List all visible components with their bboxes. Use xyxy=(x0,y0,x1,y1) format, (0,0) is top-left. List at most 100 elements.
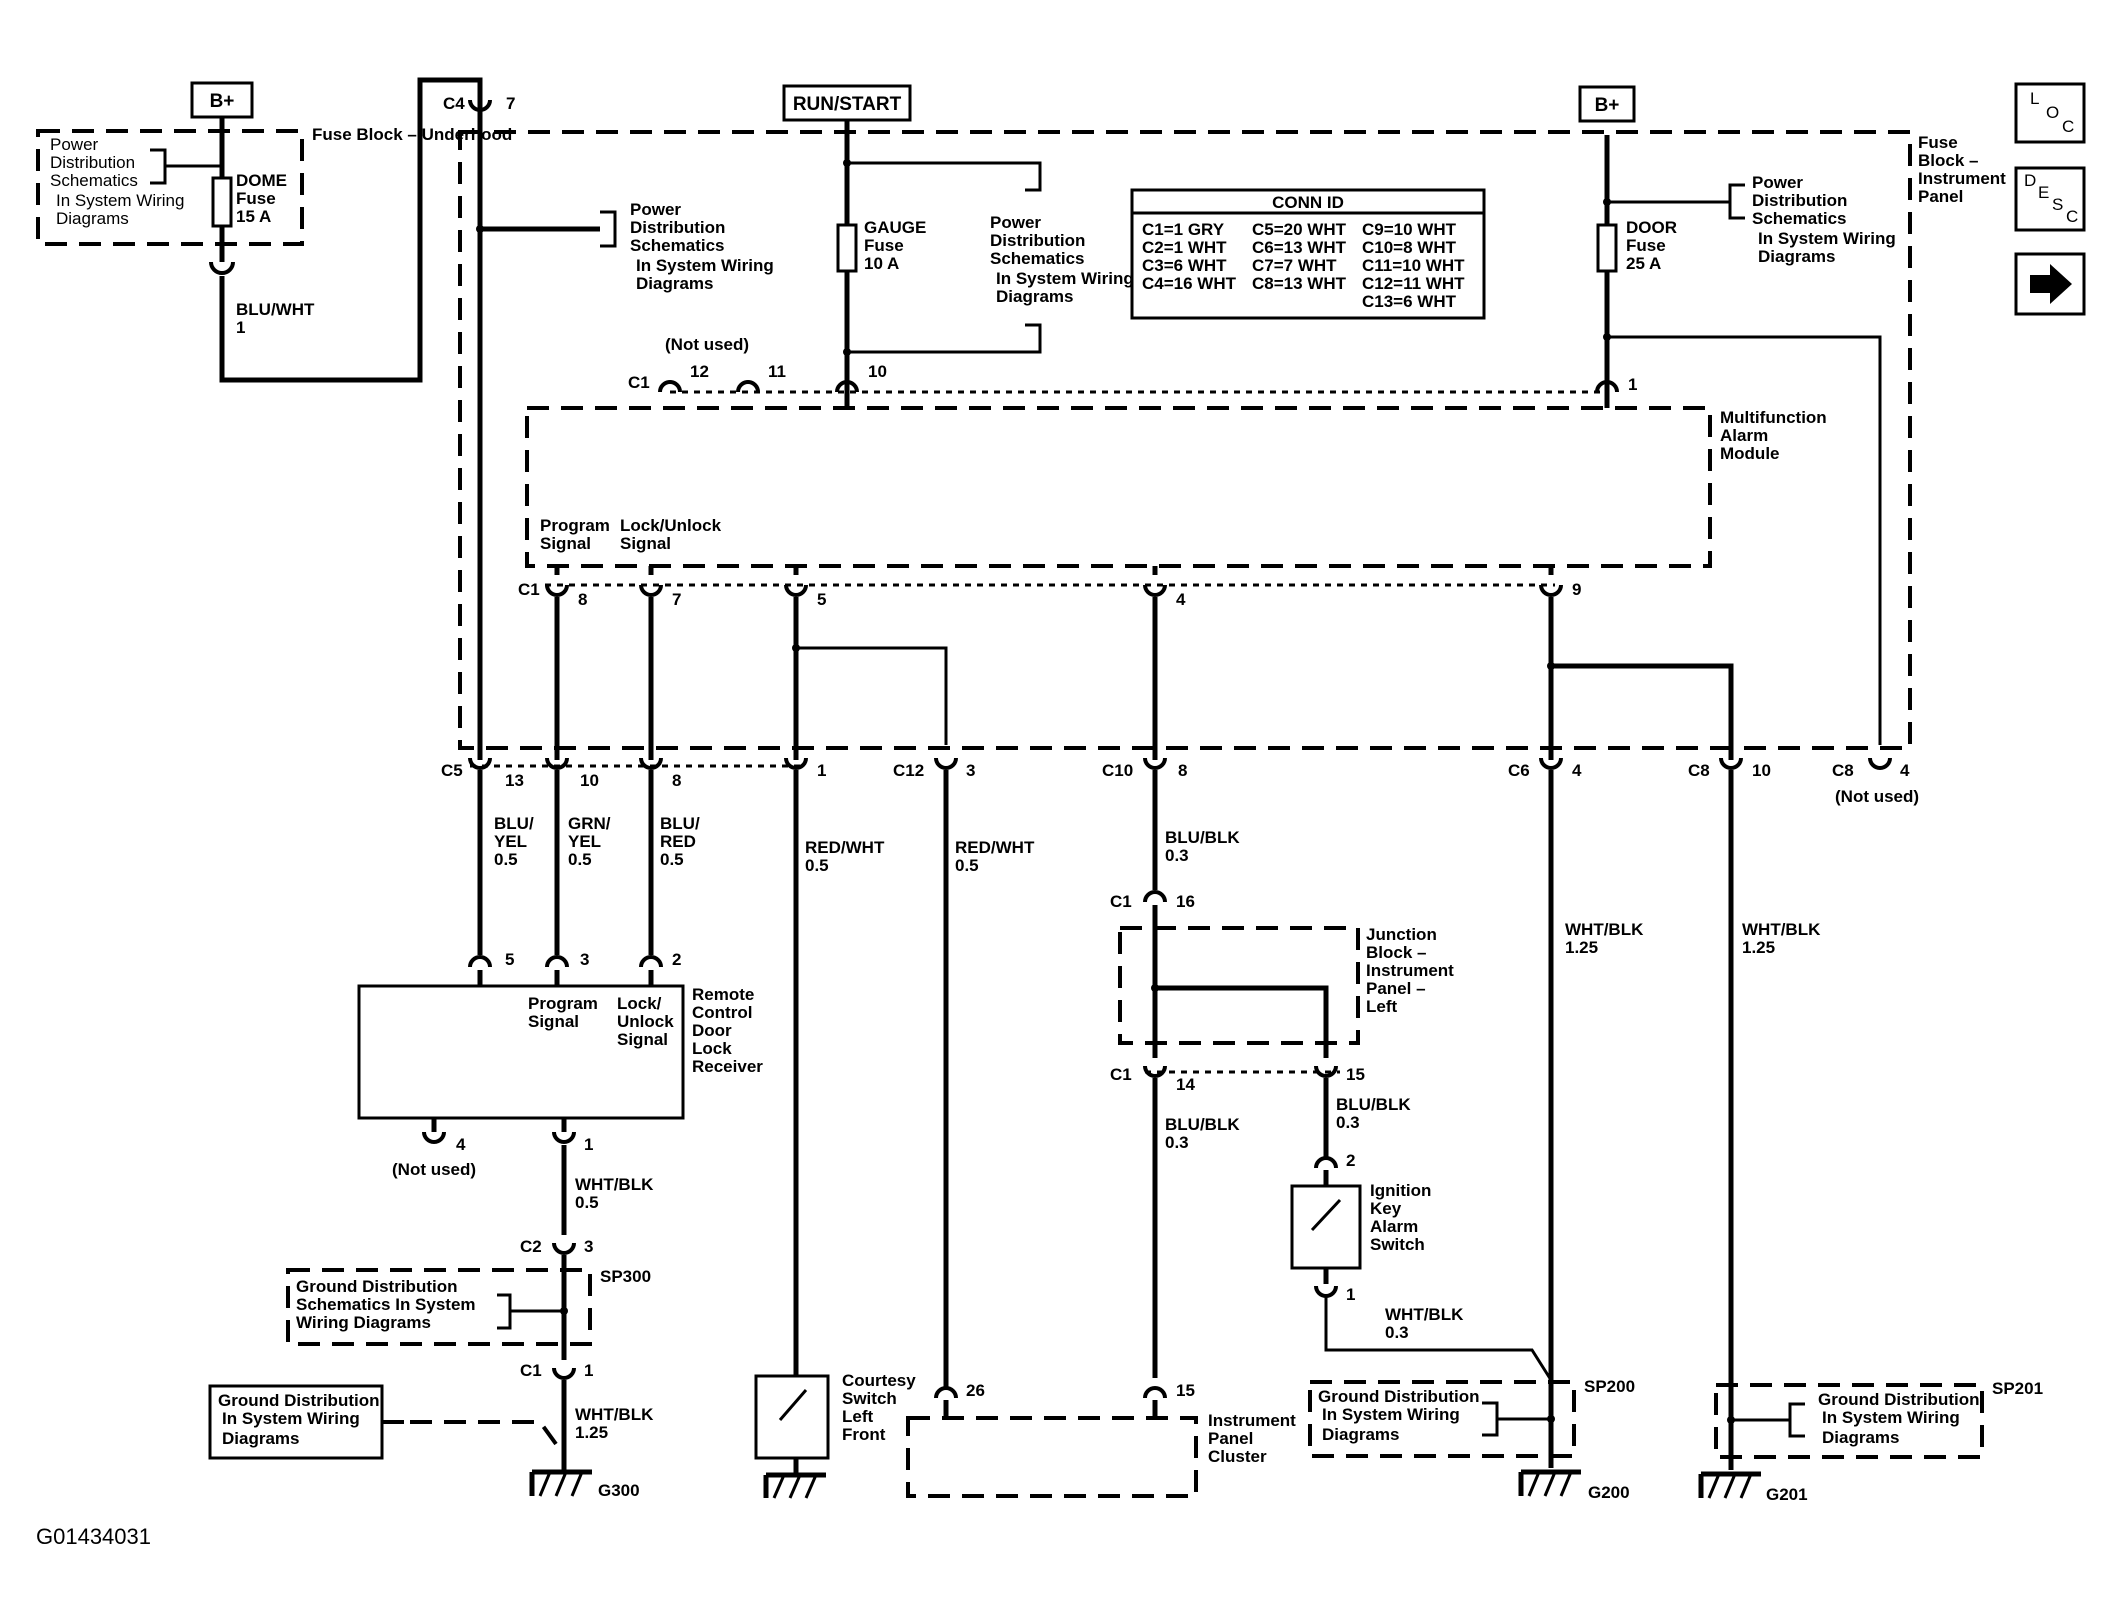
g300-ground-icon xyxy=(529,1469,592,1497)
g200-label: G200 xyxy=(1588,1483,1630,1502)
sp300-splice-box xyxy=(286,1268,592,1346)
pin-12-label: 12 xyxy=(690,362,709,381)
receiver-not-used: (Not used) xyxy=(392,1160,476,1179)
jb-pin-16: 16 xyxy=(1176,892,1195,911)
c8-label-b: C8 xyxy=(1832,761,1854,780)
c1-g300-pin: 1 xyxy=(584,1361,593,1380)
dome-fuse-icon xyxy=(211,176,233,228)
fuse-block-underhood-outline xyxy=(36,129,304,246)
c10-label: C10 xyxy=(1102,761,1133,780)
instrument-panel-cluster xyxy=(906,1416,1198,1498)
c5-pin-10: 10 xyxy=(580,771,599,790)
gauge-fuse-icon xyxy=(836,223,858,273)
b-plus-label-left: B+ xyxy=(210,91,235,112)
multifunction-alarm-module xyxy=(525,406,1712,568)
c6-label: C6 xyxy=(1508,761,1530,780)
c4-pin: 7 xyxy=(506,94,515,113)
c2-pin-3: 3 xyxy=(584,1237,593,1256)
pin-7-alarm: 7 xyxy=(672,590,681,609)
c12-pin-3: 3 xyxy=(966,761,975,780)
c4-connector-icon xyxy=(468,99,492,112)
pin-1-label: 1 xyxy=(1628,375,1637,394)
c5-pin-1: 1 xyxy=(817,761,826,780)
desc-letter-s: S xyxy=(2052,195,2063,214)
pin-4-alarm: 4 xyxy=(1176,590,1186,609)
g201-label: G201 xyxy=(1766,1485,1808,1504)
c8-pin-4: 4 xyxy=(1900,761,1910,780)
remote-door-lock-receiver xyxy=(357,984,685,1120)
receiver-pin-4: 4 xyxy=(456,1135,466,1154)
desc-letter-e: E xyxy=(2038,183,2049,202)
desc-button[interactable]: D E S C xyxy=(2014,166,2086,232)
fuse-block-underhood-label: Fuse Block – Underhood xyxy=(312,125,512,144)
figure-id: G01434031 xyxy=(36,1524,151,1549)
c8-label-a: C8 xyxy=(1688,761,1710,780)
c1-bottom-label: C1 xyxy=(518,580,540,599)
underhood-connector-icon xyxy=(209,261,235,275)
loc-letter-c: C xyxy=(2062,117,2074,136)
ground-dist-ref-g300 xyxy=(208,1384,384,1460)
receiver-pin-5: 5 xyxy=(505,950,514,969)
next-button[interactable] xyxy=(2014,252,2086,316)
pin-9-alarm: 9 xyxy=(1572,580,1581,599)
key-switch-pin-1: 1 xyxy=(1346,1285,1355,1304)
pin-11-label: 11 xyxy=(768,362,786,381)
receiver-pin-2: 2 xyxy=(672,950,681,969)
run-start-label: RUN/START xyxy=(793,94,902,115)
b-plus-box-right xyxy=(1578,85,1636,123)
fuse-block-instrument-panel-outline xyxy=(458,130,1912,750)
c8-not-used: (Not used) xyxy=(1835,787,1919,806)
pin-10-label: 10 xyxy=(868,362,887,381)
key-switch-pin-2: 2 xyxy=(1346,1151,1355,1170)
courtesy-switch-icon xyxy=(754,1374,830,1460)
g201-ground-icon xyxy=(1698,1471,1761,1499)
receiver-pin-1: 1 xyxy=(584,1135,593,1154)
courtesy-ground-icon xyxy=(763,1472,826,1499)
cluster-pin-15: 15 xyxy=(1176,1381,1195,1400)
jb-pin-14: 14 xyxy=(1176,1075,1195,1094)
not-used-c1-top: (Not used) xyxy=(665,335,749,354)
desc-letter-d: D xyxy=(2024,171,2036,190)
loc-letter-l: L xyxy=(2030,89,2039,108)
c1-jb-top-label: C1 xyxy=(1110,892,1132,911)
c12-label: C12 xyxy=(893,761,924,780)
c4-label: C4 xyxy=(443,94,465,113)
loc-button[interactable]: L O C xyxy=(2014,82,2086,144)
c6-pin-4: 4 xyxy=(1572,761,1582,780)
sp200-label: SP200 xyxy=(1584,1377,1635,1396)
ignition-key-alarm-switch-icon xyxy=(1290,1184,1362,1270)
door-fuse-icon xyxy=(1596,223,1618,273)
receiver-pin-3: 3 xyxy=(580,950,589,969)
b-plus-label-right: B+ xyxy=(1595,95,1620,116)
c5-pin-13: 13 xyxy=(505,771,524,790)
run-start-box xyxy=(782,84,912,122)
pin-5-alarm: 5 xyxy=(817,590,826,609)
